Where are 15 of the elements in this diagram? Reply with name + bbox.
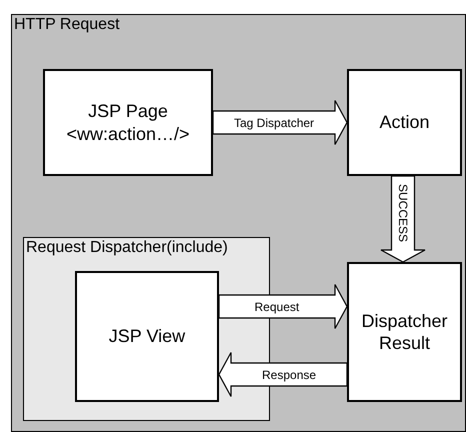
process-box — [347, 262, 462, 402]
group-title: HTTP Request — [14, 16, 120, 34]
edge-label: Response — [262, 368, 316, 380]
process-box — [75, 271, 219, 402]
box-label: Action — [379, 111, 430, 134]
box-label: Dispatcher Result — [360, 310, 449, 354]
process-box — [347, 69, 462, 176]
edge-label: Tag Dispatcher — [234, 116, 314, 128]
edge-label: SUCCESS — [397, 184, 409, 242]
group-title: Request Dispatcher(include) — [26, 239, 228, 257]
request-frame — [11, 14, 466, 432]
box-label: JSP Page <ww:action…/> — [65, 100, 191, 145]
edge-label: Request — [254, 300, 300, 312]
process-box — [43, 69, 213, 176]
box-label: JSP View — [108, 325, 186, 348]
